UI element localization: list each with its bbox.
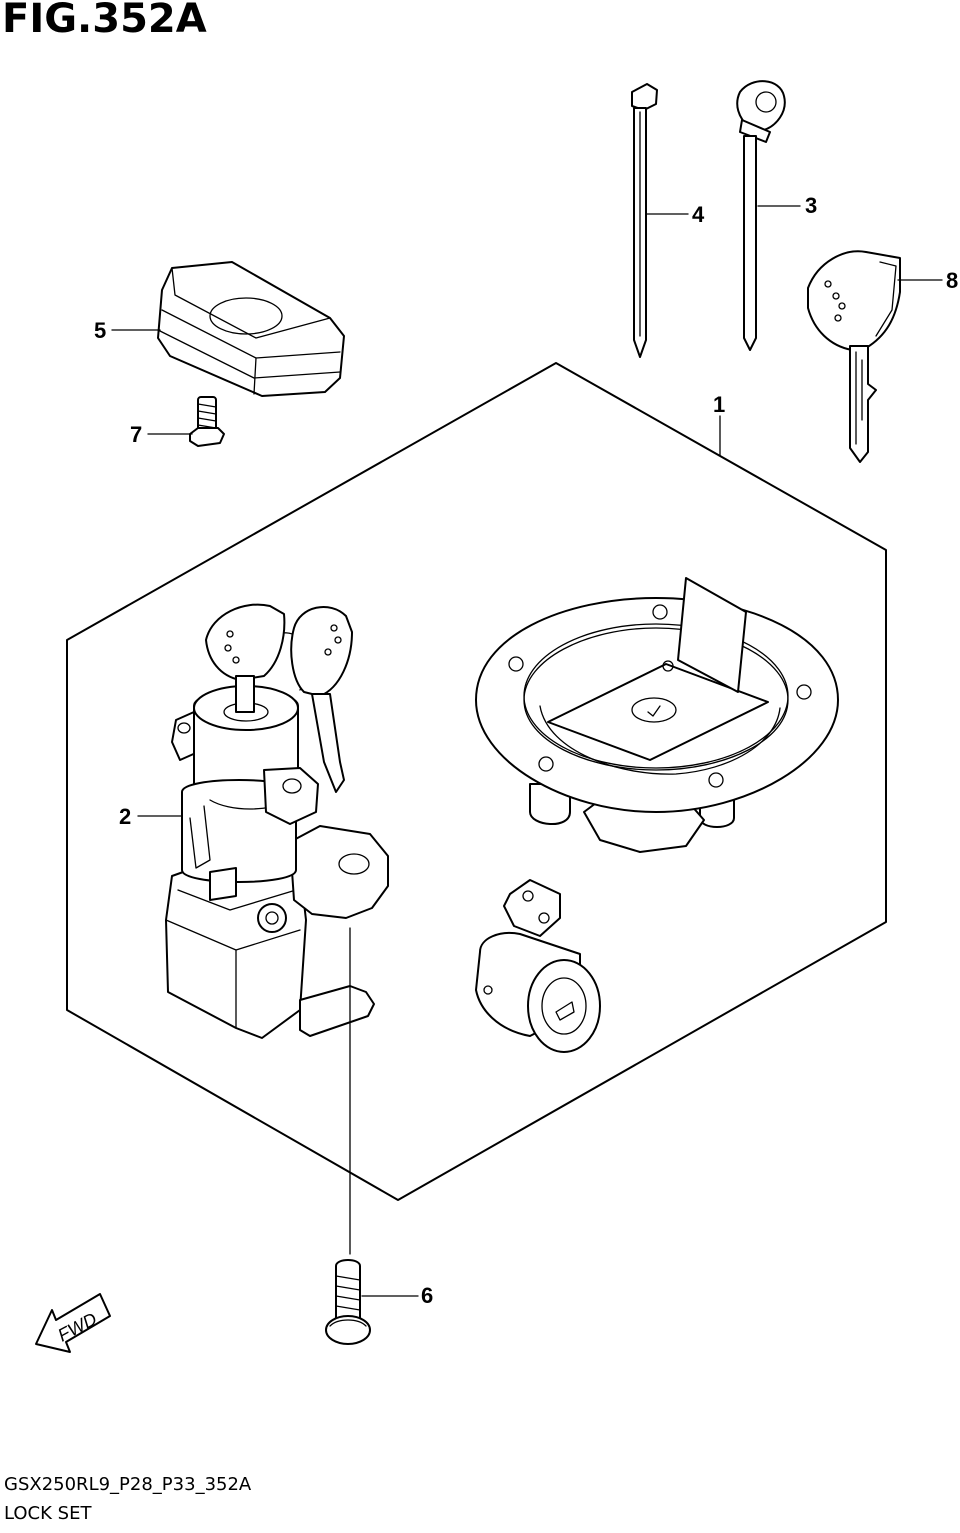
cover-part xyxy=(157,261,345,397)
seat-lock-part xyxy=(475,879,601,1053)
key-part xyxy=(807,250,901,463)
callout-2: 2 xyxy=(119,804,131,829)
long-bolt-part xyxy=(325,1259,371,1345)
leader-line-6 xyxy=(349,927,419,1297)
figure-title: FIG.352A xyxy=(2,0,207,42)
model-code: GSX250RL9_P28_P33_352A xyxy=(4,1474,252,1495)
figure-name: LOCK SET xyxy=(4,1503,92,1524)
fwd-arrow-icon: FWD xyxy=(35,1293,111,1353)
lock-set-boundary xyxy=(66,362,887,1201)
small-bolt-part xyxy=(189,396,225,447)
clamp-part xyxy=(736,80,786,351)
callout-7: 7 xyxy=(130,422,142,447)
callout-5: 5 xyxy=(94,318,106,343)
fuel-cap-part xyxy=(475,577,839,853)
ignition-switch-part xyxy=(165,603,389,1039)
callout-3: 3 xyxy=(805,193,817,218)
cable-tie-part xyxy=(631,83,658,358)
callout-6: 6 xyxy=(421,1283,433,1308)
callout-8: 8 xyxy=(946,268,958,293)
callout-4: 4 xyxy=(692,202,705,227)
callout-1: 1 xyxy=(713,392,725,417)
